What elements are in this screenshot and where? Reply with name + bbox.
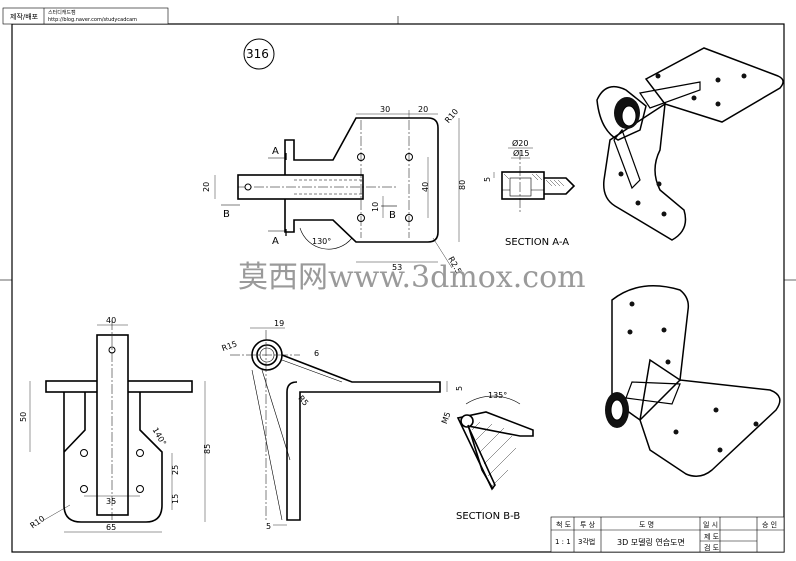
section-bb: 135° M5 SECTION B-B bbox=[440, 391, 534, 522]
tv-dim-15: 15 bbox=[171, 494, 180, 504]
tb-value-projection: 3각법 bbox=[578, 537, 595, 546]
tv-dim-35: 35 bbox=[106, 497, 116, 506]
fv-marker-b-right: B bbox=[389, 210, 396, 221]
sbb-dim-135: 135° bbox=[488, 391, 507, 400]
iso-view-top bbox=[596, 47, 784, 241]
tv-dim-40: 40 bbox=[106, 316, 116, 325]
title-block: 척 도 투 상 도 명 일 시 승 인 1 : 1 3각법 3D 모델링 연습도… bbox=[550, 516, 785, 553]
fv-dim-80: 80 bbox=[458, 180, 467, 190]
sv-dim-r5: R5 bbox=[296, 394, 310, 408]
iso-view-bottom bbox=[605, 285, 781, 477]
tb-header-approval: 승 인 bbox=[762, 520, 777, 529]
tb-header-date: 일 시 bbox=[703, 520, 718, 529]
drawing-number-badge: 316 bbox=[243, 38, 275, 70]
fv-dim-53: 53 bbox=[392, 263, 402, 272]
tb-row-check: 검 도 bbox=[704, 544, 720, 552]
fv-dim-30: 30 bbox=[380, 105, 390, 114]
tb-header-name: 도 명 bbox=[639, 520, 654, 529]
fv-dim-r10: R10 bbox=[443, 107, 460, 125]
fv-dim-40: 40 bbox=[421, 182, 430, 192]
header-right-line1: 스터디캐드캠 bbox=[48, 9, 76, 16]
tb-header-scale: 척 도 bbox=[556, 521, 572, 529]
header-right-line2: http://blog.naver.com/studycadcam bbox=[48, 17, 137, 23]
fv-marker-a-top: A bbox=[272, 146, 279, 157]
tb-row-draw: 제 도 bbox=[704, 533, 720, 541]
saa-dim-d15: Ø15 bbox=[513, 148, 529, 158]
sv-dim-6: 6 bbox=[314, 349, 319, 358]
drawing-number: 316 bbox=[246, 47, 269, 61]
tv-dim-85: 85 bbox=[203, 444, 212, 454]
sv-dim-5a: 5 bbox=[455, 386, 464, 391]
section-aa: Ø20 Ø15 5 SECTION A-A bbox=[483, 138, 576, 248]
fv-dim-20: 20 bbox=[418, 105, 428, 114]
fv-dim-130: 130° bbox=[312, 237, 331, 246]
fv-dim-20b: 20 bbox=[202, 182, 211, 192]
header-left-label: 제작/배포 bbox=[10, 12, 39, 21]
header-box: 제작/배포 스터디캐드캠 http://blog.naver.com/study… bbox=[2, 7, 169, 25]
watermark-text: 莫西网www.3dmox.com bbox=[238, 260, 586, 295]
tb-value-scale: 1 : 1 bbox=[555, 538, 571, 546]
section-bb-title: SECTION B-B bbox=[456, 511, 520, 522]
tb-value-name: 3D 모델링 연습도면 bbox=[617, 537, 685, 547]
front-view: 30 20 R10 20 40 80 10 53 R2.5 130° A A B… bbox=[202, 105, 467, 275]
top-view: 40 50 85 140° 25 15 35 65 R10 bbox=[19, 316, 212, 533]
fv-dim-10: 10 bbox=[371, 202, 380, 212]
section-aa-title: SECTION A-A bbox=[505, 237, 569, 248]
fv-marker-b-left: B bbox=[223, 209, 230, 220]
sv-dim-r15: R15 bbox=[221, 339, 239, 353]
sv-dim-5b: 5 bbox=[266, 522, 271, 531]
sv-dim-19: 19 bbox=[274, 319, 284, 328]
sbb-dim-m5: M5 bbox=[440, 411, 453, 425]
tv-dim-65: 65 bbox=[106, 523, 116, 532]
tb-header-projection: 투 상 bbox=[580, 520, 596, 529]
tv-dim-50: 50 bbox=[19, 412, 28, 422]
fv-marker-a-bottom: A bbox=[272, 236, 279, 247]
saa-dim-d20: Ø20 bbox=[512, 138, 528, 148]
saa-dim-5: 5 bbox=[483, 177, 492, 182]
side-view: 19 R15 6 R5 5 5 bbox=[221, 319, 464, 531]
tv-dim-25: 25 bbox=[171, 465, 180, 475]
tv-dim-r10: R10 bbox=[28, 514, 46, 530]
